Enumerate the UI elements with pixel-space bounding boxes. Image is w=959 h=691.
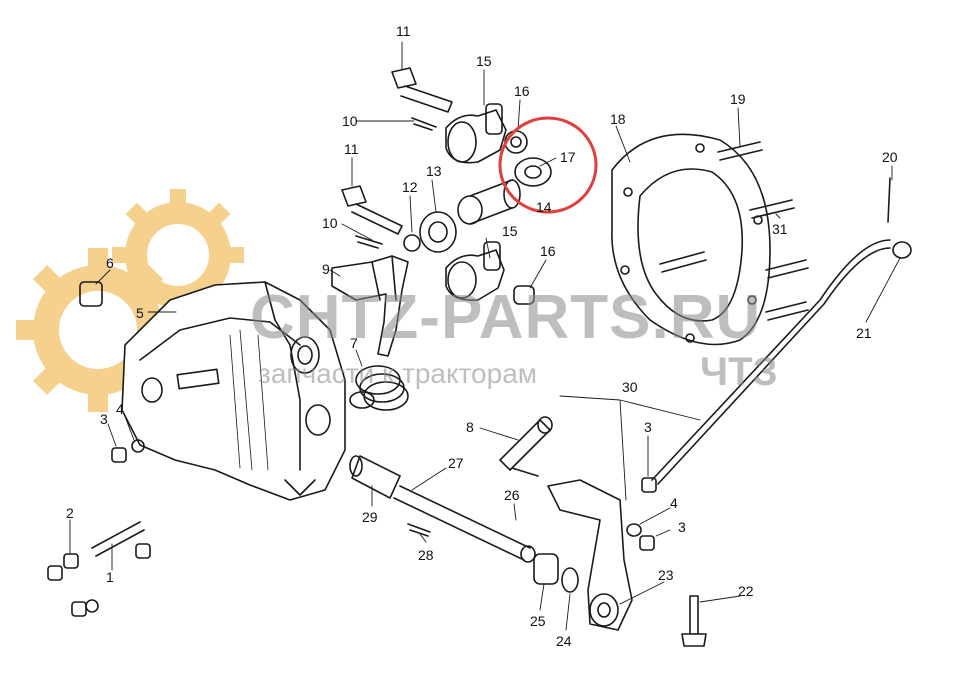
callout-label: 16 (514, 83, 530, 99)
callout-label: 28 (418, 547, 434, 563)
bolt-part (341, 185, 403, 235)
callout-label: 21 (856, 325, 872, 341)
callout-label: 2 (66, 505, 74, 521)
housing-part (121, 281, 346, 501)
callout-label: 10 (342, 113, 358, 129)
cotter-pin-part (355, 235, 383, 249)
washer-part (514, 157, 552, 187)
callout-label: 16 (540, 243, 556, 259)
spring-part (349, 365, 409, 411)
fork-part (445, 241, 505, 302)
callout-label: 30 (622, 379, 638, 395)
callout-label: 26 (504, 487, 520, 503)
stud-part (47, 521, 151, 617)
callout-label: 1 (106, 569, 114, 585)
bearing-part (419, 211, 457, 253)
lever-part (331, 255, 409, 357)
callout-label: 3 (644, 419, 652, 435)
washer-part (892, 241, 912, 259)
callout-label: 4 (670, 495, 678, 511)
callout-label: 19 (730, 91, 746, 107)
callout-label: 5 (136, 305, 144, 321)
callout-label: 7 (350, 335, 358, 351)
watermark-brand-short: ЧТЗ (700, 350, 778, 394)
watermark-tagline: запчасти к тракторам (258, 358, 538, 389)
callout-label: 18 (610, 111, 626, 127)
callout-label: 4 (116, 401, 124, 417)
nut-part (626, 477, 657, 551)
key-part (407, 523, 431, 537)
bolt-part (391, 67, 453, 113)
cotter-pin-part (411, 117, 437, 131)
callout-label: 11 (396, 23, 411, 39)
callout-label: 12 (402, 179, 418, 195)
callout-label: 22 (738, 583, 754, 599)
callout-label: 6 (106, 255, 114, 271)
callout-labels: 11 15 16 10 17 18 19 20 11 12 13 14 10 1… (66, 23, 898, 649)
callout-label: 23 (658, 567, 674, 583)
callout-label: 8 (466, 419, 474, 435)
nut-part (111, 439, 145, 463)
callout-label: 24 (556, 633, 572, 649)
callout-label: 25 (530, 613, 546, 629)
stud-part (659, 141, 809, 321)
nut-part (79, 281, 103, 307)
rod-part (651, 239, 891, 485)
callout-label: 11 (344, 141, 359, 157)
callout-label: 3 (100, 411, 108, 427)
callout-label: 20 (882, 149, 898, 165)
callout-label: 31 (772, 221, 788, 237)
bearing-part (513, 285, 535, 305)
callout-label: 15 (502, 223, 518, 239)
bushing-part (349, 455, 401, 499)
callout-label: 27 (448, 455, 464, 471)
bearing-part (533, 553, 559, 585)
callout-label: 13 (426, 163, 442, 179)
callout-label: 14 (536, 199, 552, 215)
pin-part (887, 177, 891, 223)
callout-label: 29 (362, 509, 378, 525)
leader-lines (69, 41, 901, 631)
snap-ring-part (561, 567, 579, 593)
callout-label: 15 (476, 53, 492, 69)
pedal-lever-part (547, 479, 633, 631)
callout-label: 17 (560, 149, 576, 165)
watermark-brand: CHTZ-PARTS.RU (250, 283, 762, 352)
gasket-part (611, 133, 771, 346)
snap-ring-part (403, 234, 421, 252)
highlight-circle (498, 116, 598, 214)
pin-part (499, 416, 553, 477)
callout-label: 3 (678, 519, 686, 535)
bearing-part (504, 130, 528, 154)
fork-part (445, 103, 507, 164)
shaft-part (457, 179, 521, 225)
bolt-part (681, 595, 707, 647)
callout-label: 10 (322, 215, 338, 231)
shaft-part (393, 485, 536, 563)
callout-label: 9 (322, 261, 330, 277)
